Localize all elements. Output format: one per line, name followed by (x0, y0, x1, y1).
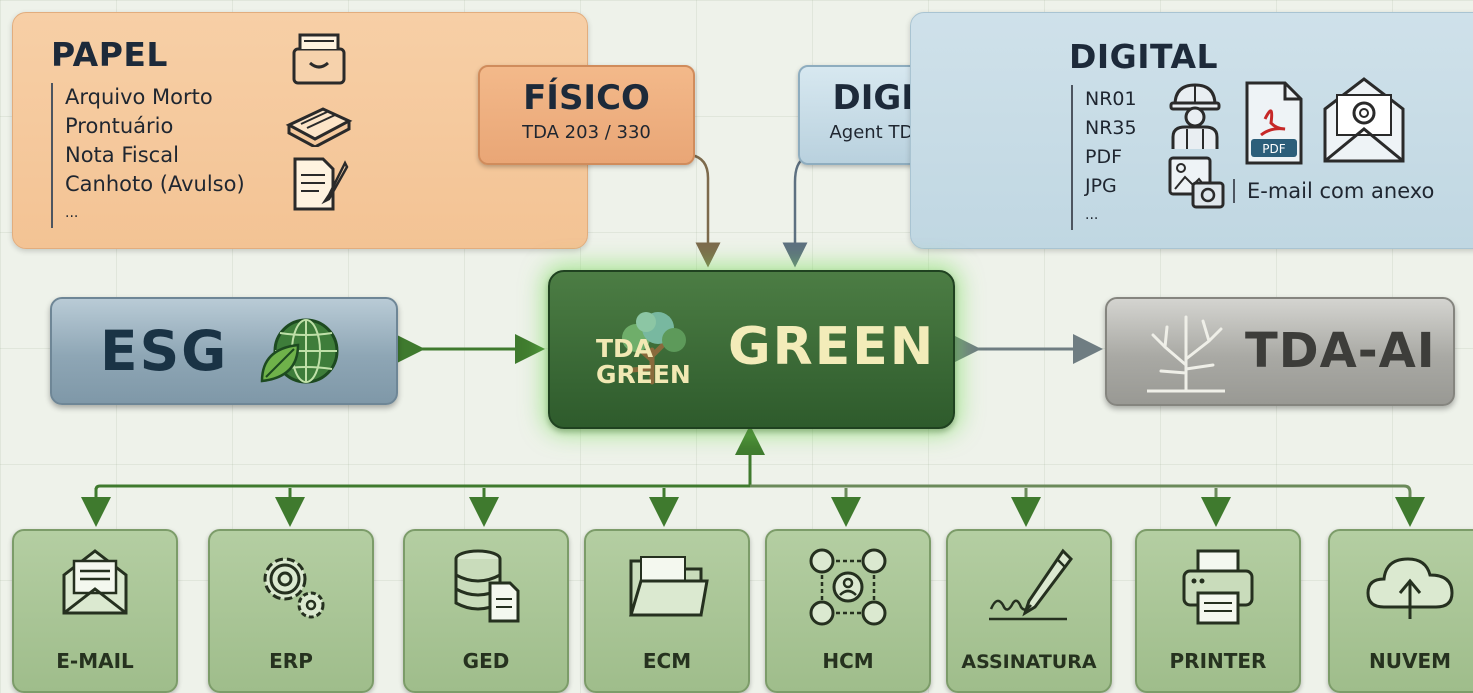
tda-ai-box: TDA-AI (1105, 297, 1455, 406)
destination-label: GED (462, 649, 510, 673)
logo-text-green: GREEN (596, 360, 691, 389)
people-network-icon (809, 548, 887, 626)
destination-nuvem: NUVEM (1328, 529, 1473, 693)
paper-stack-icon (285, 107, 353, 147)
gears-icon (263, 557, 325, 619)
folder-icon (628, 556, 709, 617)
papel-item: Nota Fiscal (51, 141, 245, 170)
destination-hcm: HCM (765, 529, 931, 693)
papel-item: ... (51, 199, 245, 228)
distribution-bus-left (94, 484, 750, 510)
destination-label: HCM (822, 649, 874, 673)
globe-leaf-icon (260, 318, 339, 384)
papel-item: Prontuário (51, 112, 245, 141)
pdf-file-icon: PDF (1245, 81, 1303, 165)
destination-label: E-MAIL (56, 649, 134, 673)
database-document-icon (454, 549, 520, 623)
destination-assinatura: ASSINATURA (946, 529, 1112, 693)
fisico-title: FÍSICO (523, 78, 650, 118)
worker-helmet-icon (1169, 83, 1221, 149)
digital-item: NR35 (1071, 114, 1137, 143)
digital-title: DIGITAL (1069, 37, 1219, 76)
esg-label: ESG (100, 319, 229, 383)
fisico-label-box: FÍSICO TDA 203 / 330 (478, 65, 695, 165)
digital-item: NR01 (1071, 85, 1137, 114)
signature-pen-icon (989, 548, 1073, 621)
digital-item: PDF (1071, 143, 1137, 172)
green-title: GREEN (728, 317, 936, 377)
destination-erp: ERP (208, 529, 374, 693)
destination-label: PRINTER (1169, 649, 1267, 673)
image-camera-icon (1168, 156, 1225, 209)
destination-label: ECM (642, 649, 692, 673)
papel-title: PAPEL (51, 35, 168, 74)
digital-item-list: NR01 NR35 PDF JPG ... (1071, 85, 1137, 230)
destination-ged: GED (403, 529, 569, 693)
tree-icon (1147, 315, 1225, 393)
fisico-to-green-arrow (690, 153, 721, 268)
esg-box: ESG (50, 297, 398, 405)
document-signature-icon (293, 157, 349, 211)
destination-email: E-MAIL (12, 529, 178, 693)
destination-label: ASSINATURA (961, 651, 1097, 673)
digital-item: JPG (1071, 172, 1137, 201)
destination-label: ERP (269, 649, 313, 673)
tda-green-hub: TDA GREEN GREEN (548, 270, 955, 429)
papel-item: Canhoto (Avulso) (51, 170, 245, 199)
email-at-icon (1323, 77, 1405, 163)
printer-icon (1182, 549, 1254, 625)
papel-item-list: Arquivo Morto Prontuário Nota Fiscal Can… (51, 83, 245, 228)
distribution-bus-right (750, 484, 1412, 510)
tda-ai-label: TDA-AI (1245, 323, 1436, 379)
cloud-upload-icon (1366, 557, 1454, 619)
logo-text-tda: TDA (596, 334, 654, 363)
destination-ecm: ECM (584, 529, 750, 693)
pdf-badge-label: PDF (1262, 142, 1285, 156)
file-drawer-icon (292, 33, 346, 85)
digital-item: ... (1071, 201, 1137, 230)
digital-panel: DIGITAL NR01 NR35 PDF JPG ... PDF E-mai (910, 12, 1473, 249)
destination-printer: PRINTER (1135, 529, 1301, 693)
destination-label: NUVEM (1368, 649, 1452, 673)
tree-logo-icon (622, 312, 686, 385)
email-attachment-note: E-mail com anexo (1233, 179, 1434, 203)
fisico-subtitle: TDA 203 / 330 (522, 122, 651, 143)
papel-item: Arquivo Morto (51, 83, 245, 112)
envelope-icon (62, 549, 128, 615)
digital-to-green-arrow (782, 156, 808, 268)
